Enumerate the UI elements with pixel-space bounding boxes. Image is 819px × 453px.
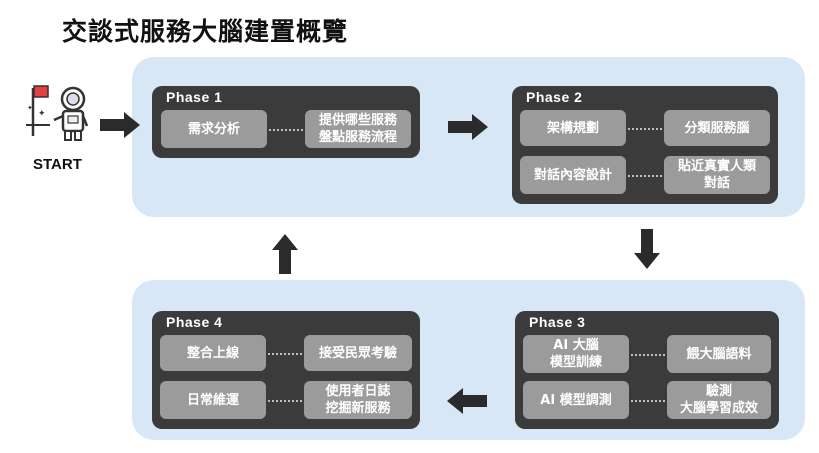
phase-4-box-4: 使用者日誌 挖掘新服務 — [304, 381, 412, 419]
phase-2-box-1: 架構規劃 — [520, 110, 626, 146]
phase-1-box-1: 需求分析 — [161, 110, 267, 148]
phase-2: Phase 2 架構規劃 分類服務腦 對話內容設計 貼近真實人類 對話 — [512, 86, 778, 204]
phase-1: Phase 1 需求分析 提供哪些服務 盤點服務流程 — [152, 86, 420, 158]
phase-4: Phase 4 整合上線 接受民眾考驗 日常維運 使用者日誌 挖掘新服務 — [152, 311, 420, 429]
phase-3-box-2: 餵大腦語料 — [667, 335, 771, 373]
start-label: START — [33, 156, 82, 173]
arrow-right-icon — [100, 112, 140, 138]
phase-4-box-3: 日常維運 — [160, 381, 266, 419]
astronaut-flag-icon: ✦ ✦ — [26, 85, 89, 141]
phase-1-label: Phase 1 — [166, 89, 223, 105]
phase-3-label: Phase 3 — [529, 314, 586, 330]
phase-4-label: Phase 4 — [166, 314, 223, 330]
connector — [269, 129, 303, 131]
svg-text:✦: ✦ — [38, 109, 46, 119]
svg-text:✦: ✦ — [27, 104, 33, 112]
phase-2-box-4: 貼近真實人類 對話 — [664, 156, 770, 194]
connector — [631, 354, 665, 356]
phase-3-box-3: AI 模型調測 — [523, 381, 629, 419]
connector — [631, 400, 665, 402]
phase-2-label: Phase 2 — [526, 89, 583, 105]
connector — [268, 400, 302, 402]
arrow-up-icon — [272, 234, 298, 274]
phase-3-box-1: AI 大腦 模型訓練 — [523, 335, 629, 373]
connector — [628, 128, 662, 130]
arrow-right-icon — [448, 114, 488, 140]
connector — [268, 353, 302, 355]
phase-4-box-2: 接受民眾考驗 — [304, 335, 412, 371]
arrow-down-icon — [634, 229, 660, 269]
phase-4-box-1: 整合上線 — [160, 335, 266, 371]
phase-2-box-2: 分類服務腦 — [664, 110, 770, 146]
phase-1-box-2: 提供哪些服務 盤點服務流程 — [305, 110, 411, 148]
phase-3-box-4: 驗測 大腦學習成效 — [667, 381, 771, 419]
connector — [628, 175, 662, 177]
page-title: 交談式服務大腦建置概覽 — [62, 17, 349, 46]
phase-2-box-3: 對話內容設計 — [520, 156, 626, 194]
arrow-left-icon — [447, 388, 487, 414]
phase-3: Phase 3 AI 大腦 模型訓練 餵大腦語料 AI 模型調測 驗測 大腦學習… — [515, 311, 779, 429]
